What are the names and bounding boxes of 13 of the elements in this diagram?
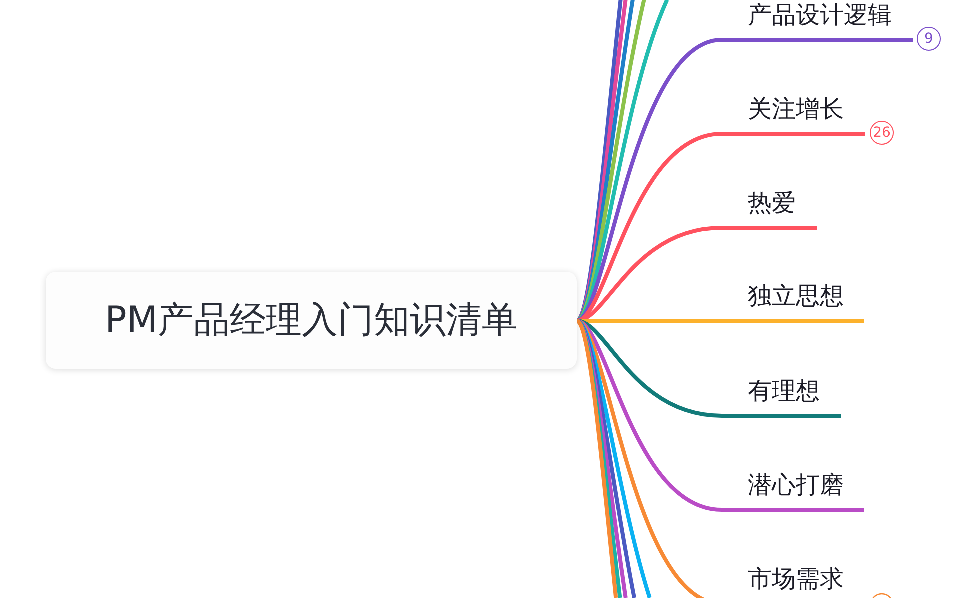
branch-topic: 热爱 bbox=[722, 188, 817, 230]
branch-line bbox=[577, 319, 722, 323]
count-badge: 26 bbox=[870, 121, 894, 145]
branch-topic: 产品设计逻辑 bbox=[722, 0, 913, 42]
branch-topic: 独立思想 bbox=[722, 281, 864, 323]
root-topic: PM产品经理入门知识清单 bbox=[46, 272, 577, 369]
branch-topic: 市场需求 bbox=[722, 564, 866, 598]
branch-topic: 潜心打磨 bbox=[722, 470, 864, 512]
branch-line bbox=[576, 319, 722, 418]
branch-topic: 关注增长 bbox=[722, 94, 865, 136]
branch-line bbox=[576, 319, 722, 512]
branch-topic: 有理想 bbox=[722, 376, 841, 418]
count-badge: 9 bbox=[917, 27, 941, 51]
